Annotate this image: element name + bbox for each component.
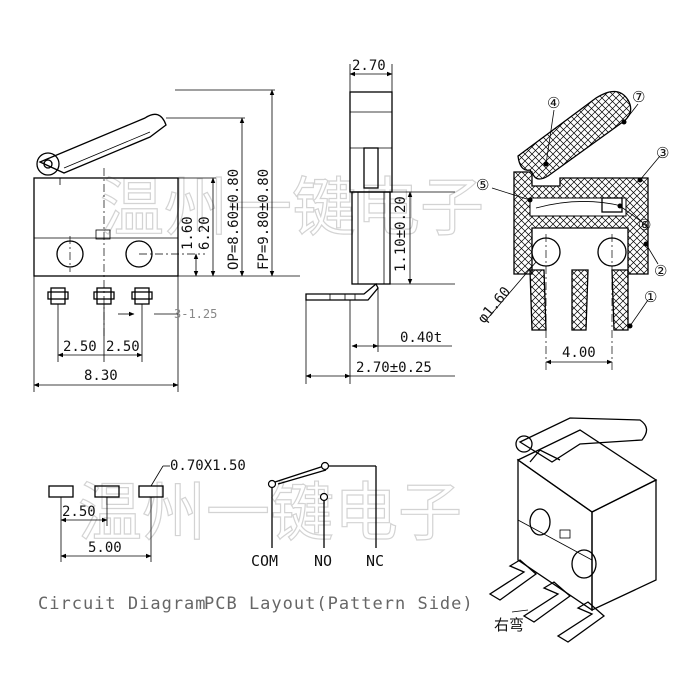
pcb-dim-pitch: 2.50 — [62, 504, 96, 520]
dim-hole-dia: φ1.60 — [475, 284, 514, 327]
pcb-dim-span: 5.00 — [88, 540, 122, 556]
front-view: 2.50 2.50 8.30 3-1.25 1.60 6.20 OP=8.60±… — [33, 89, 300, 392]
dim-pin-offset: 3-1.25 — [174, 307, 217, 321]
callout-6: ⑥ — [638, 216, 651, 234]
callout-4: ④ — [547, 94, 560, 112]
dim-hole-height: 1.60 — [180, 216, 196, 250]
caption-circuit-diagram: Circuit Diagram — [38, 594, 207, 614]
pad-size: 0.70X1.50 — [170, 458, 246, 474]
dim-op: OP=8.60±0.80 — [226, 169, 242, 270]
callout-7: ⑦ — [632, 88, 645, 106]
dim-thickness: 0.40t — [400, 330, 442, 346]
dim-pin-span: 4.00 — [562, 345, 596, 361]
iso-bend-label: 右弯 — [494, 616, 524, 634]
callout-3: ③ — [656, 144, 669, 162]
side-view: 2.70 1.10±0.20 0.40t 2.70±0.25 — [305, 58, 455, 384]
callout-2: ② — [654, 262, 667, 280]
terminal-no: NO — [314, 552, 332, 570]
dim-body-height: 6.20 — [197, 216, 213, 250]
dim-fp: FP=9.80±0.80 — [256, 169, 272, 270]
dim-pitch-2: 2.50 — [106, 339, 140, 355]
callout-5: ⑤ — [476, 176, 489, 194]
dim-bottom-width: 2.70±0.25 — [356, 360, 432, 376]
caption-pcb-layout: PCB Layout(Pattern Side) — [204, 594, 474, 614]
terminal-nc: NC — [366, 552, 384, 570]
pcb-layout: 0.70X1.50 2.50 5.00 — [48, 458, 246, 562]
pcb-pad — [48, 485, 74, 498]
iso-view: 右弯 — [488, 417, 658, 643]
dim-terminal-height: 1.10±0.20 — [393, 196, 409, 272]
terminal-com: COM — [251, 552, 278, 570]
watermark-top: 温州一键电子 — [99, 171, 484, 246]
section-view: ① ② ③ ④ ⑤ ⑥ ⑦ φ1.60 4.00 — [475, 88, 669, 372]
dim-top-width: 2.70 — [352, 58, 386, 74]
svg-text:温州一键电子: 温州一键电子 — [78, 477, 462, 551]
watermark-bottom: 温州一键电子 — [77, 476, 462, 551]
dim-width: 8.30 — [84, 368, 118, 384]
svg-text:温州一键电子: 温州一键电子 — [100, 172, 484, 246]
dim-pitch-1: 2.50 — [63, 339, 97, 355]
circuit-diagram: COM NO NC — [251, 461, 384, 570]
callout-1: ① — [644, 288, 657, 306]
